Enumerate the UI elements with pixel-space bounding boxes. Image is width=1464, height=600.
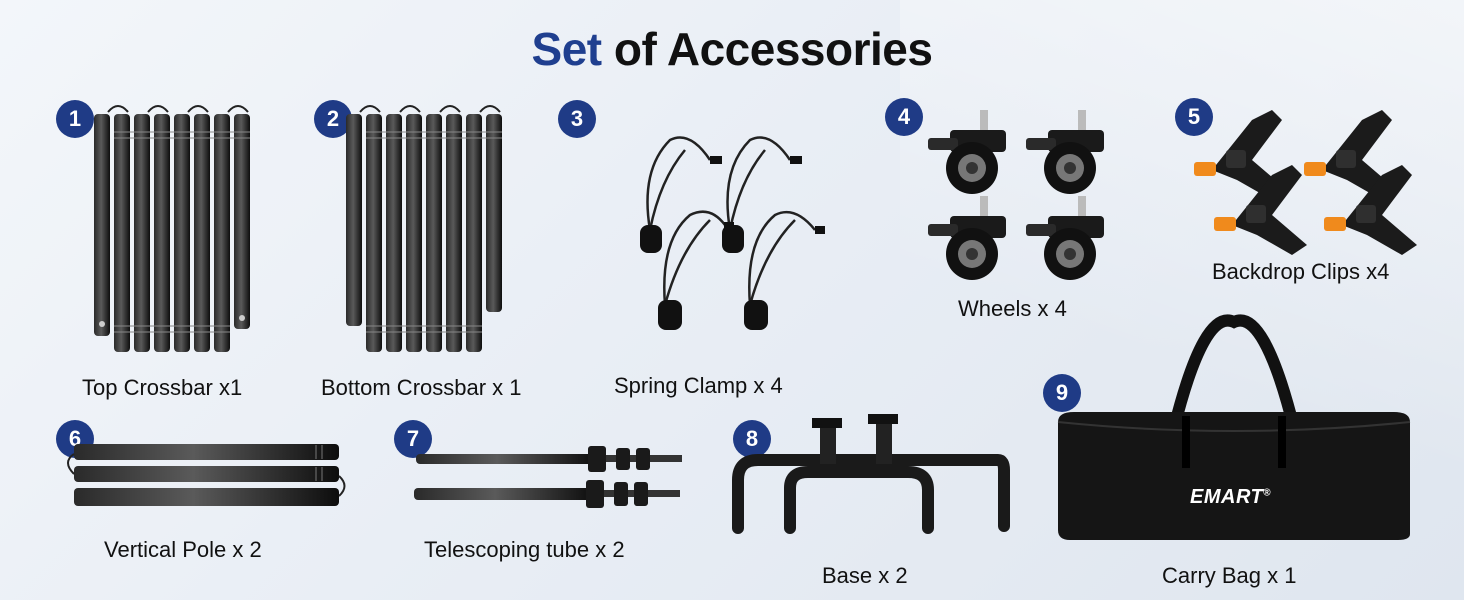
item-label-backdrop-clips: Backdrop Clips x4 [1212,259,1390,284]
item-label-carry-bag: Carry Bag x 1 [1162,563,1297,588]
item-badge-7: 7 [394,420,432,458]
item-badge-1: 1 [56,100,94,138]
bag-logo: EMART® [1190,486,1271,509]
item-label-telescoping-tube: Telescoping tube x 2 [424,537,625,562]
item-label-bottom-crossbar: Bottom Crossbar x 1 [321,375,522,400]
spring-clamp-icon [640,136,825,330]
item-badge-9: 9 [1043,374,1081,412]
item-label-vertical-pole: Vertical Pole x 2 [104,537,262,562]
wheels-icon [928,110,1104,280]
backdrop-clips-icon [1194,110,1417,255]
bag-logo-text: EMART [1190,486,1264,508]
item-badge-4: 4 [885,98,923,136]
bottom-crossbar-icon [346,105,502,352]
base-icon [732,414,1010,534]
title-accent: Set [531,23,603,75]
item-badge-8: 8 [733,420,771,458]
item-badge-2: 2 [314,100,352,138]
bag-logo-mark: ® [1263,487,1272,499]
item-badge-3: 3 [558,100,596,138]
carry-bag-icon [1057,314,1411,540]
item-label-top-crossbar: Top Crossbar x1 [82,375,243,400]
item-label-wheels: Wheels x 4 [958,296,1067,321]
item-label-spring-clamp: Spring Clamp x 4 [614,373,783,398]
title-rest: of Accessories [601,23,933,75]
page-title: Set of Accessories [0,22,1464,76]
vertical-pole-icon [67,444,346,506]
telescoping-tube-icon [414,446,682,508]
item-badge-5: 5 [1175,98,1213,136]
item-label-base: Base x 2 [822,563,908,588]
top-crossbar-icon [94,105,250,352]
